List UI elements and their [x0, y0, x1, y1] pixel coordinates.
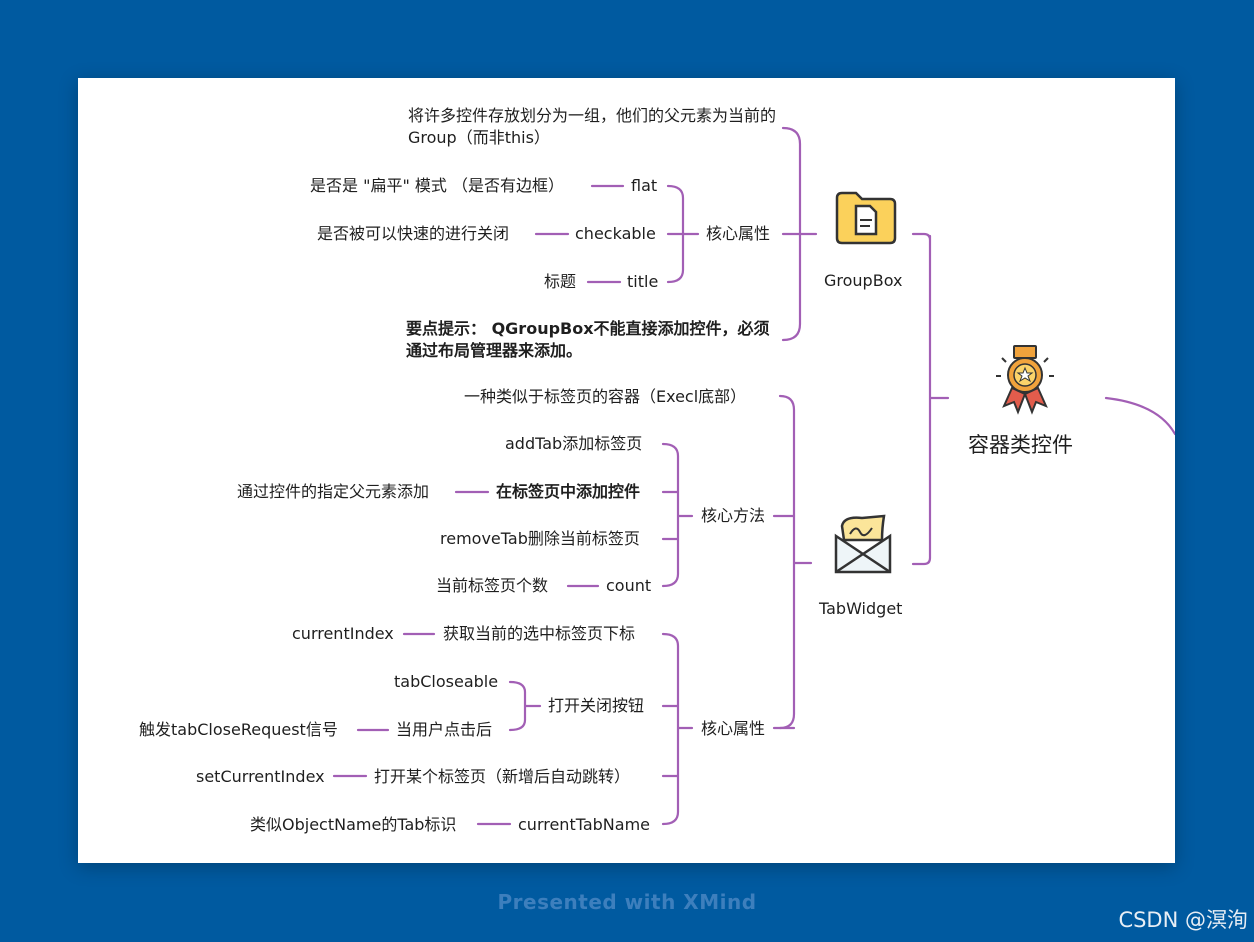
on-click-note[interactable]: 触发tabCloseRequest信号 [139, 720, 338, 739]
flat-note[interactable]: 是否是 "扁平" 模式 （是否有边框） [310, 176, 564, 195]
currenttabname-attr[interactable]: currentTabName [518, 815, 651, 834]
checkable-note[interactable]: 是否被可以快速的进行关闭 [317, 224, 510, 243]
tabwidget-bracket [778, 394, 813, 730]
folder-document-icon [834, 190, 898, 250]
add-widget-method[interactable]: 在标签页中添加控件 [496, 482, 641, 501]
groupbox-core-attr[interactable]: 核心属性 [706, 224, 771, 243]
mindmap-canvas: 容器类控件 GroupBox 将许多控件存放划分为一组，他们的父元素为当前的Gr… [78, 78, 1175, 863]
setcurrentindex-attr[interactable]: setCurrentIndex [196, 767, 325, 786]
on-click-attr[interactable]: 当用户点击后 [396, 720, 493, 739]
currentindex-note[interactable]: 获取当前的选中标签页下标 [443, 624, 636, 643]
csdn-watermark: CSDN @溟洵 [1118, 908, 1248, 932]
currenttabname-note[interactable]: 类似ObjectName的Tab标识 [250, 815, 457, 834]
currentindex-attr[interactable]: currentIndex [292, 624, 394, 643]
award-medal-icon [990, 342, 1060, 420]
tabwidget-node[interactable]: TabWidget [819, 599, 903, 618]
root-bracket [911, 232, 950, 566]
root-node[interactable]: 容器类控件 [968, 433, 1073, 457]
removetab-method[interactable]: removeTab删除当前标签页 [440, 529, 640, 548]
title-note[interactable]: 标题 [544, 272, 577, 291]
close-btn-bracket [508, 680, 542, 732]
groupbox-tip[interactable]: 要点提示： QGroupBox不能直接添加控件，必须通过布局管理器来添加。 [406, 319, 770, 360]
addtab-method[interactable]: addTab添加标签页 [505, 434, 643, 453]
setcurrentindex-note[interactable]: 打开某个标签页（新增后自动跳转） [374, 767, 631, 786]
title-attr[interactable]: title [627, 272, 659, 291]
flat-attr[interactable]: flat [631, 176, 658, 195]
attrs-bracket [661, 632, 694, 826]
connector-lines [332, 126, 1175, 826]
xmind-footer: Presented with XMind [497, 890, 757, 914]
envelope-letter-icon [832, 514, 894, 580]
count-note[interactable]: 当前标签页个数 [436, 576, 549, 595]
close-button-attr[interactable]: 打开关闭按钮 [548, 696, 645, 715]
add-widget-note[interactable]: 通过控件的指定父元素添加 [237, 482, 430, 501]
tabwidget-core-attr[interactable]: 核心属性 [701, 719, 766, 738]
tabcloseable-attr[interactable]: tabCloseable [394, 672, 499, 691]
root-out-connector [1104, 396, 1175, 436]
count-method[interactable]: count [606, 576, 652, 595]
methods-bracket [661, 442, 694, 588]
tabwidget-desc[interactable]: 一种类似于标签页的容器（Execl底部） [464, 387, 747, 406]
groupbox-desc[interactable]: 将许多控件存放划分为一组，他们的父元素为当前的Group（而非this） [408, 106, 777, 147]
groupbox-attrs-bracket [666, 184, 700, 284]
checkable-attr[interactable]: checkable [575, 224, 656, 243]
tabwidget-core-method[interactable]: 核心方法 [701, 506, 766, 525]
groupbox-node[interactable]: GroupBox [824, 271, 903, 290]
